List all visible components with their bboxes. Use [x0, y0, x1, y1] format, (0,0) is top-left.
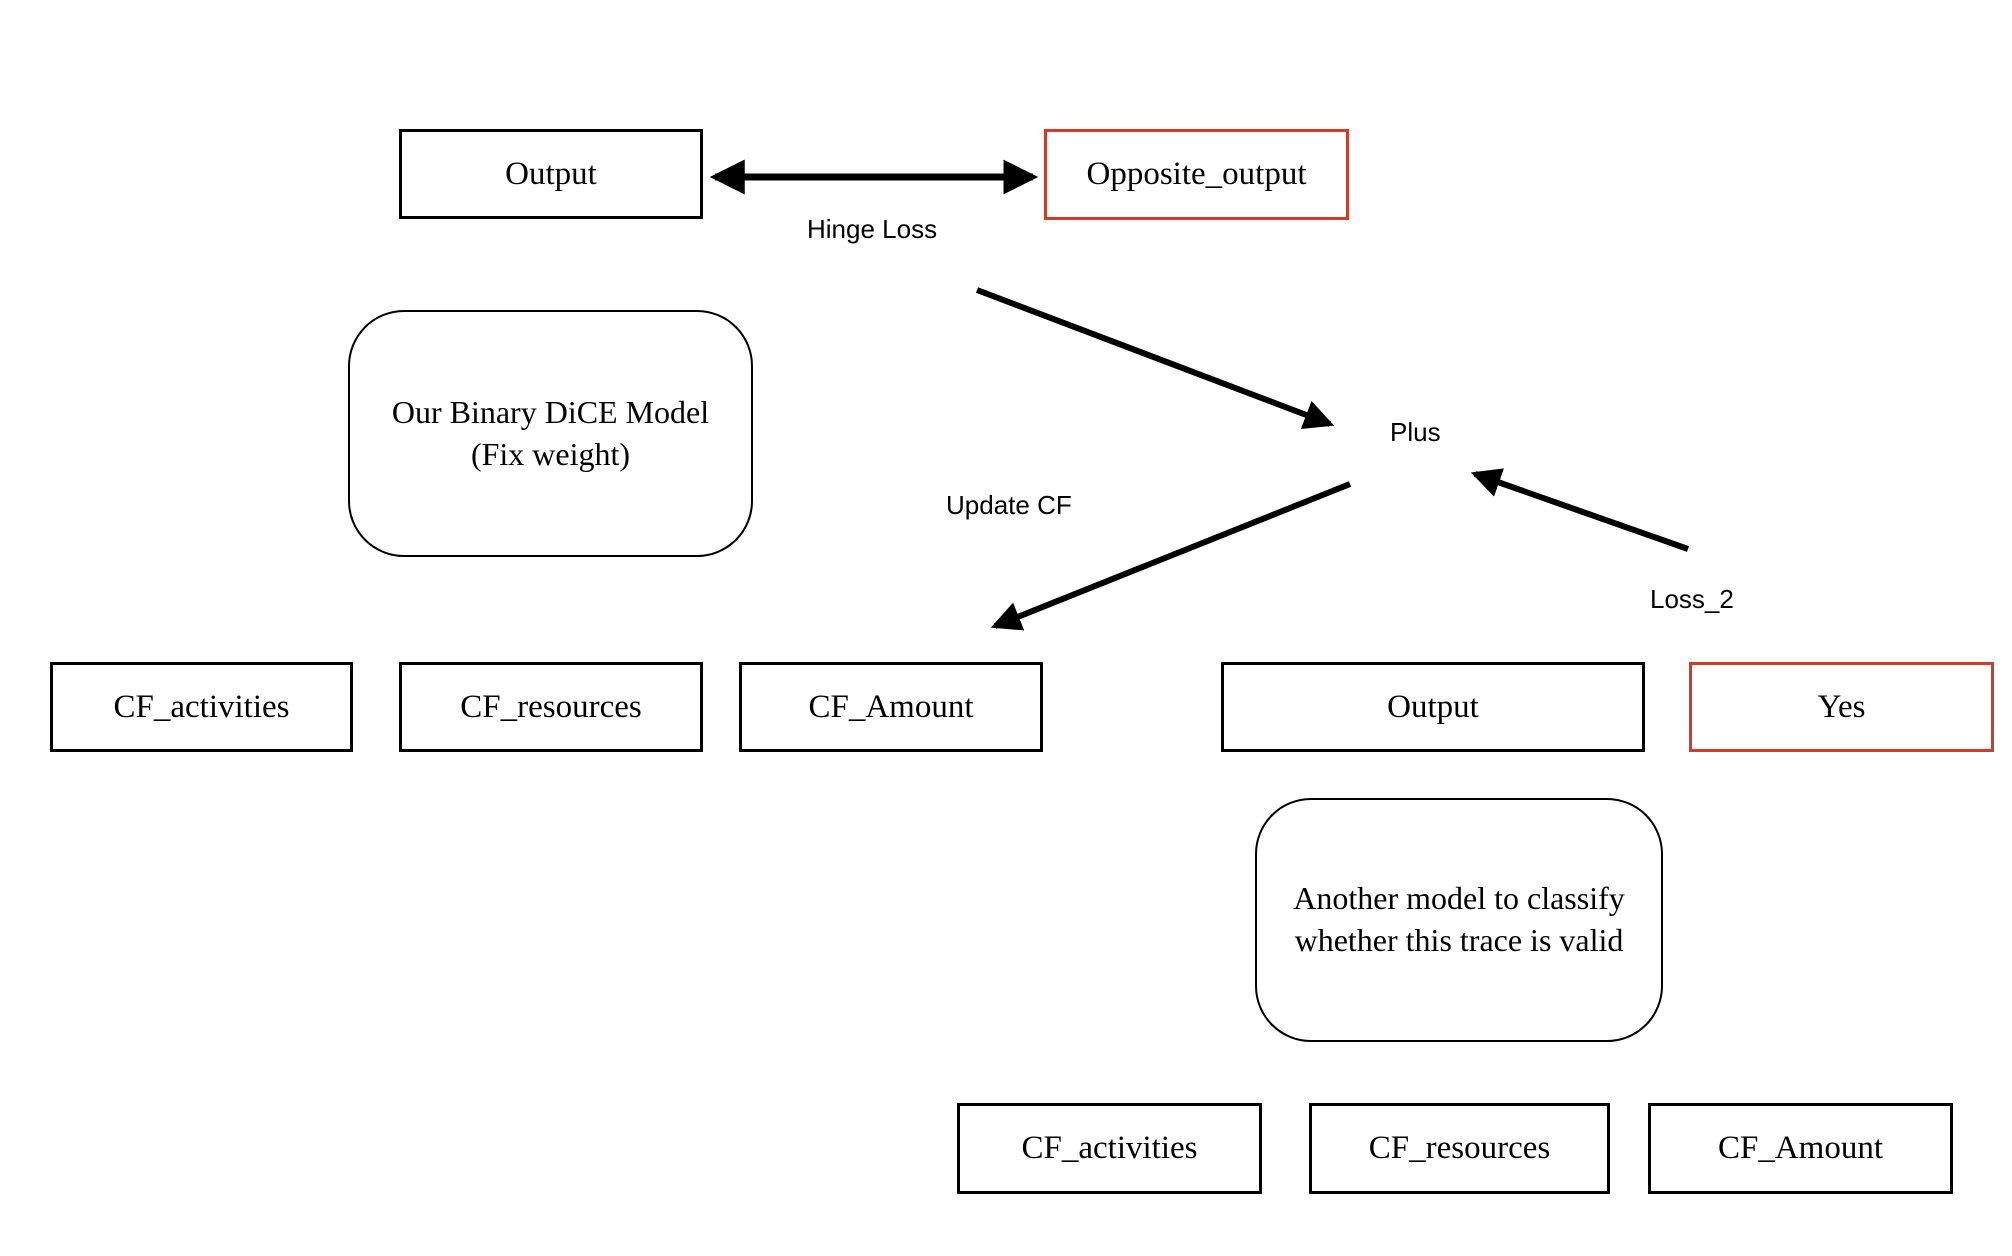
edge-loss2-to-plus-arrow: [1470, 468, 1689, 552]
edge-hinge-to-plus-arrow: [975, 287, 1335, 429]
node-opposite-output-label: Opposite_output: [1086, 156, 1307, 192]
node-output-mid: Output: [1221, 662, 1645, 752]
node-opposite-output: Opposite_output: [1044, 129, 1349, 220]
node-dice-model-line1: Our Binary DiCE Model: [391, 393, 710, 430]
node-output-top: Output: [399, 129, 703, 219]
node-yes: Yes: [1689, 662, 1994, 752]
edge-plus-to-cfamount-arrow: [990, 481, 1352, 631]
node-output-top-label: Output: [505, 155, 597, 192]
node-cf-resources-mid-label: CF_resources: [460, 688, 642, 725]
node-cf-activities-bottom: CF_activities: [957, 1103, 1262, 1194]
node-classifier-model: Another model to classify whether this t…: [1255, 798, 1663, 1042]
node-cf-activities-bottom-label: CF_activities: [1021, 1130, 1198, 1166]
node-cf-resources-mid: CF_resources: [399, 662, 703, 752]
label-update-cf: Update CF: [946, 490, 1072, 520]
node-classifier-model-text: Another model to classify whether this t…: [1293, 878, 1624, 961]
node-output-mid-label: Output: [1387, 688, 1479, 725]
node-cf-resources-bottom: CF_resources: [1309, 1103, 1610, 1194]
node-yes-label: Yes: [1817, 688, 1866, 725]
node-cf-amount-bottom: CF_Amount: [1648, 1103, 1953, 1194]
label-hinge-loss: Hinge Loss: [807, 214, 938, 244]
node-classifier-model-line2: whether this trace is valid: [1294, 922, 1624, 958]
node-cf-activities-mid: CF_activities: [50, 662, 353, 752]
node-dice-model-line2: (Fix weight): [470, 435, 631, 472]
node-cf-amount-bottom-label: CF_Amount: [1717, 1130, 1884, 1166]
node-cf-amount-mid-label: CF_Amount: [808, 688, 974, 725]
node-dice-model-text: Our Binary DiCE Model (Fix weight): [392, 392, 709, 475]
node-cf-resources-bottom-label: CF_resources: [1368, 1130, 1551, 1166]
node-cf-amount-mid: CF_Amount: [739, 662, 1043, 752]
label-loss2: Loss_2: [1650, 584, 1734, 614]
node-dice-model: Our Binary DiCE Model (Fix weight): [348, 310, 753, 557]
node-cf-activities-mid-label: CF_activities: [113, 688, 290, 725]
label-plus: Plus: [1390, 417, 1441, 447]
node-classifier-model-line1: Another model to classify: [1293, 880, 1625, 917]
